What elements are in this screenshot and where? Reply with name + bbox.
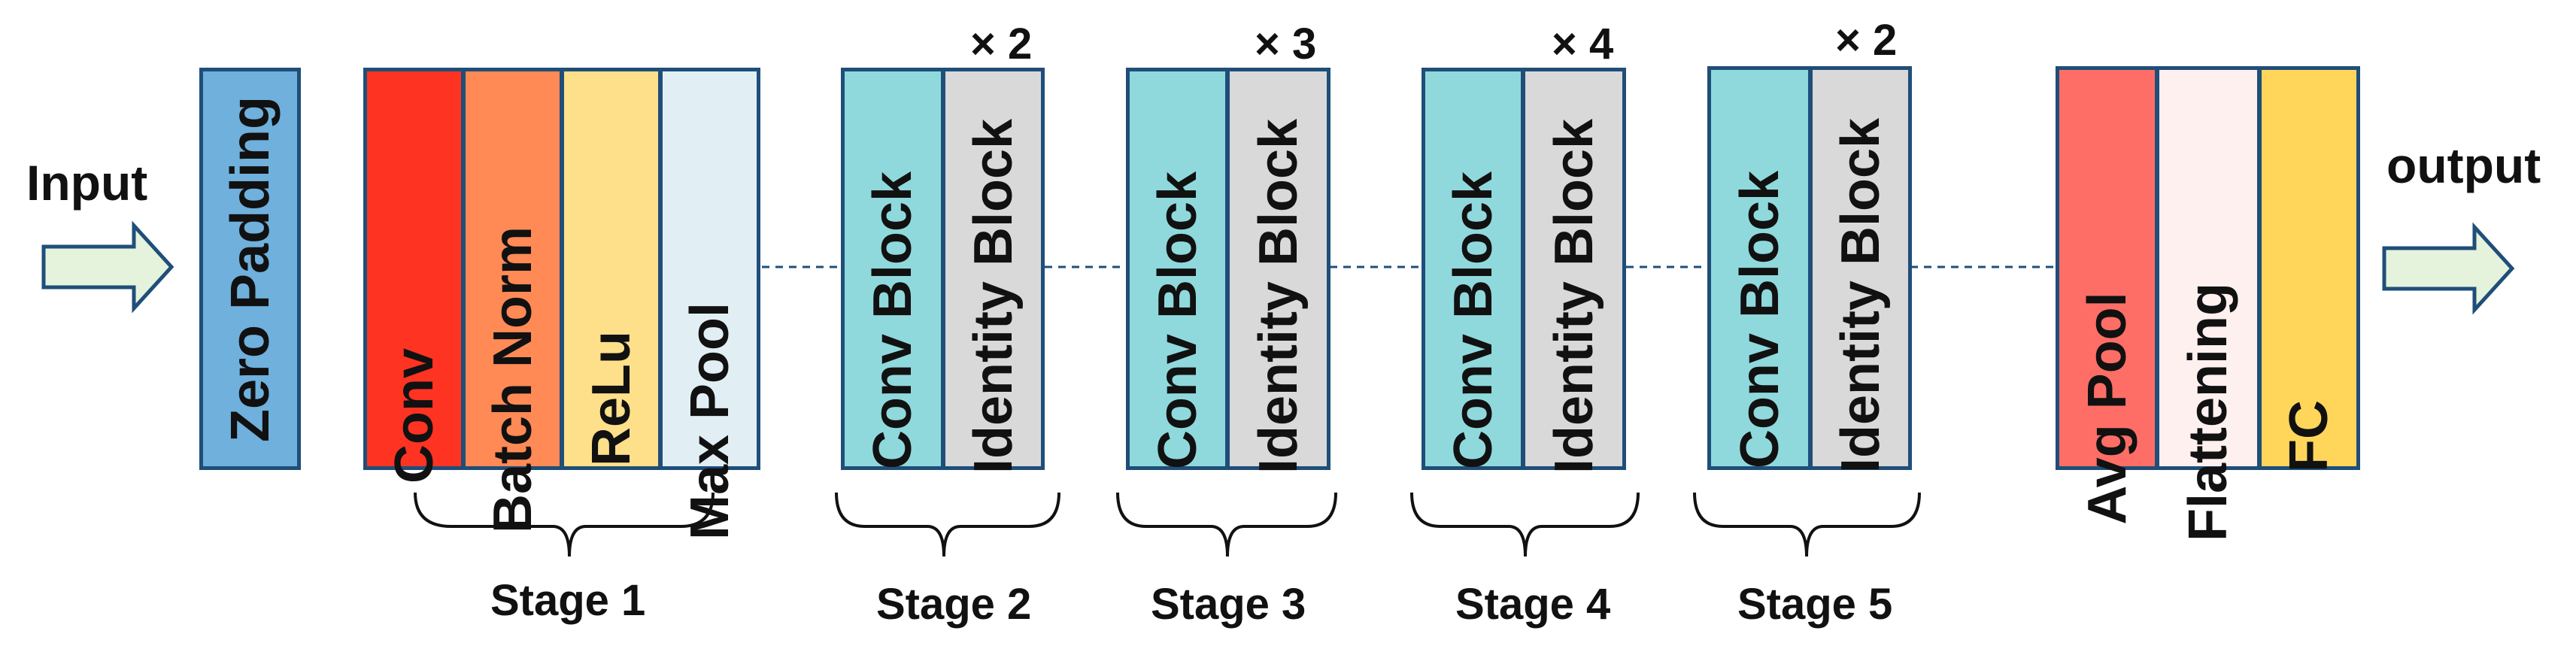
stage-3-identity-block-label: Identity Block	[1248, 119, 1309, 475]
flattening-label: Flattening	[2178, 283, 2238, 541]
stage-5-conv-block-label: Conv Block	[1729, 170, 1790, 469]
brace-stage-3	[1116, 492, 1337, 557]
stage-2-conv-block: Conv Block	[841, 68, 945, 470]
fc-layer: FC	[2258, 66, 2360, 472]
fc-label: FC	[2279, 400, 2339, 472]
zero-padding-label: Zero Padding	[220, 96, 281, 442]
stage-5-conv-block: Conv Block	[1707, 66, 1812, 470]
stage-2-label: Stage 2	[876, 580, 1032, 629]
batch-norm-label: Batch Norm	[482, 226, 543, 534]
brace-stage-5	[1693, 492, 1921, 557]
stage-2-multiplier: × 2	[970, 20, 1033, 68]
relu-layer: ReLu	[560, 68, 662, 470]
stage-4-conv-block-label: Conv Block	[1443, 171, 1503, 469]
brace-stage-2	[835, 492, 1060, 557]
stage-3-multiplier: × 3	[1255, 20, 1317, 68]
output-arrow-icon	[2382, 222, 2515, 315]
avg-pool-layer: Avg Pool	[2056, 66, 2159, 525]
stage-2-identity-block: Identity Block	[942, 68, 1045, 474]
input-arrow-icon	[41, 220, 174, 314]
relu-label: ReLu	[581, 331, 642, 466]
stage-3-conv-block: Conv Block	[1126, 68, 1229, 470]
stage-5-label: Stage 5	[1737, 580, 1893, 629]
max-pool-label: Max Pool	[679, 302, 740, 541]
conv-label: Conv	[384, 348, 445, 484]
stage-braces	[414, 492, 1921, 557]
brace-stage-4	[1410, 492, 1640, 557]
batch-norm-layer: Batch Norm	[462, 68, 563, 533]
stage-3-conv-block-label: Conv Block	[1147, 171, 1208, 469]
conv-layer: Conv	[363, 68, 465, 484]
stage-4-multiplier: × 4	[1552, 20, 1614, 68]
stage-1-label: Stage 1	[490, 576, 646, 625]
stage-2-conv-block-label: Conv Block	[863, 171, 923, 469]
flattening-layer: Flattening	[2156, 66, 2261, 541]
avg-pool-label: Avg Pool	[2077, 292, 2138, 525]
zero-padding-layer: Zero Padding	[199, 68, 301, 470]
stage-3-identity-block: Identity Block	[1226, 68, 1330, 474]
output-label: output	[2386, 138, 2541, 193]
brace-stage-1	[414, 492, 715, 557]
stage-4-label: Stage 4	[1455, 580, 1611, 629]
stage-5-multiplier: × 2	[1835, 16, 1898, 65]
stage-2-identity-block-label: Identity Block	[963, 119, 1024, 475]
stage-4-identity-block-label: Identity Block	[1543, 119, 1604, 475]
stage-3-label: Stage 3	[1151, 580, 1306, 629]
stage-4-conv-block: Conv Block	[1422, 68, 1525, 470]
stage-5-identity-block-label: Identity Block	[1830, 118, 1891, 474]
stage-4-identity-block: Identity Block	[1522, 68, 1626, 474]
max-pool-layer: Max Pool	[659, 68, 760, 540]
input-label: Input	[26, 155, 148, 211]
stage-5-identity-block: Identity Block	[1809, 66, 1912, 474]
